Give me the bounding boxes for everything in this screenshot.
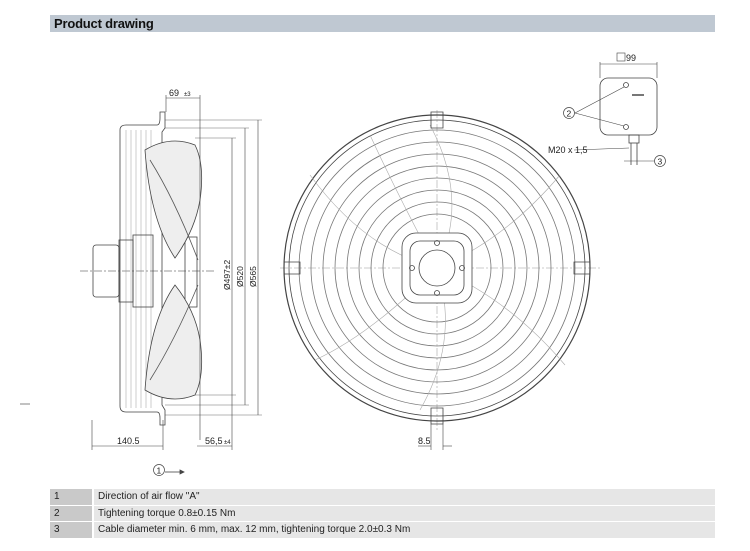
product-drawing: 69 ±3 Ø497±2 Ø520 Ø565 140.5 56,5 ±4 1 — [20, 52, 666, 476]
callout-1-label: 1 — [157, 466, 162, 476]
callout-airflow — [153, 464, 185, 476]
dim-depth-front-tolerance: ±4 — [224, 440, 231, 446]
dim-depth-motor: 140.5 — [117, 436, 140, 446]
cable-gland-thread: M20 x 1,5 — [548, 145, 588, 155]
dim-depth-front: 56,5 — [205, 436, 223, 446]
notes-table: 1 Direction of air flow "A" 2 Tightening… — [50, 489, 715, 539]
callout-2-label: 2 — [567, 109, 572, 119]
table-row: 3 Cable diameter min. 6 mm, max. 12 mm, … — [50, 522, 715, 538]
note-text: Tightening torque 0.8±0.15 Nm — [94, 505, 715, 521]
section-title: Product drawing — [54, 16, 154, 31]
callout-3-label: 3 — [658, 157, 663, 167]
dim-diameter-impeller: Ø497±2 — [222, 260, 232, 290]
front-view — [280, 110, 600, 450]
note-number: 3 — [50, 522, 92, 538]
note-number: 2 — [50, 505, 92, 521]
dim-box-width: 99 — [626, 53, 636, 63]
section-header: Product drawing — [50, 15, 715, 32]
dim-mounting-hole: 8.5 — [418, 436, 431, 446]
table-row: 1 Direction of air flow "A" — [50, 489, 715, 505]
note-text: Direction of air flow "A" — [94, 489, 715, 505]
dim-diameter-guard: Ø520 — [235, 266, 245, 287]
dim-diameter-flange: Ø565 — [248, 266, 258, 287]
dim-axial-offset: 69 — [169, 88, 179, 98]
side-view — [20, 95, 262, 450]
terminal-box-detail — [563, 52, 666, 167]
dim-axial-offset-tolerance: ±3 — [184, 92, 191, 98]
note-number: 1 — [50, 489, 92, 505]
note-text: Cable diameter min. 6 mm, max. 12 mm, ti… — [94, 522, 715, 538]
table-row: 2 Tightening torque 0.8±0.15 Nm — [50, 505, 715, 521]
